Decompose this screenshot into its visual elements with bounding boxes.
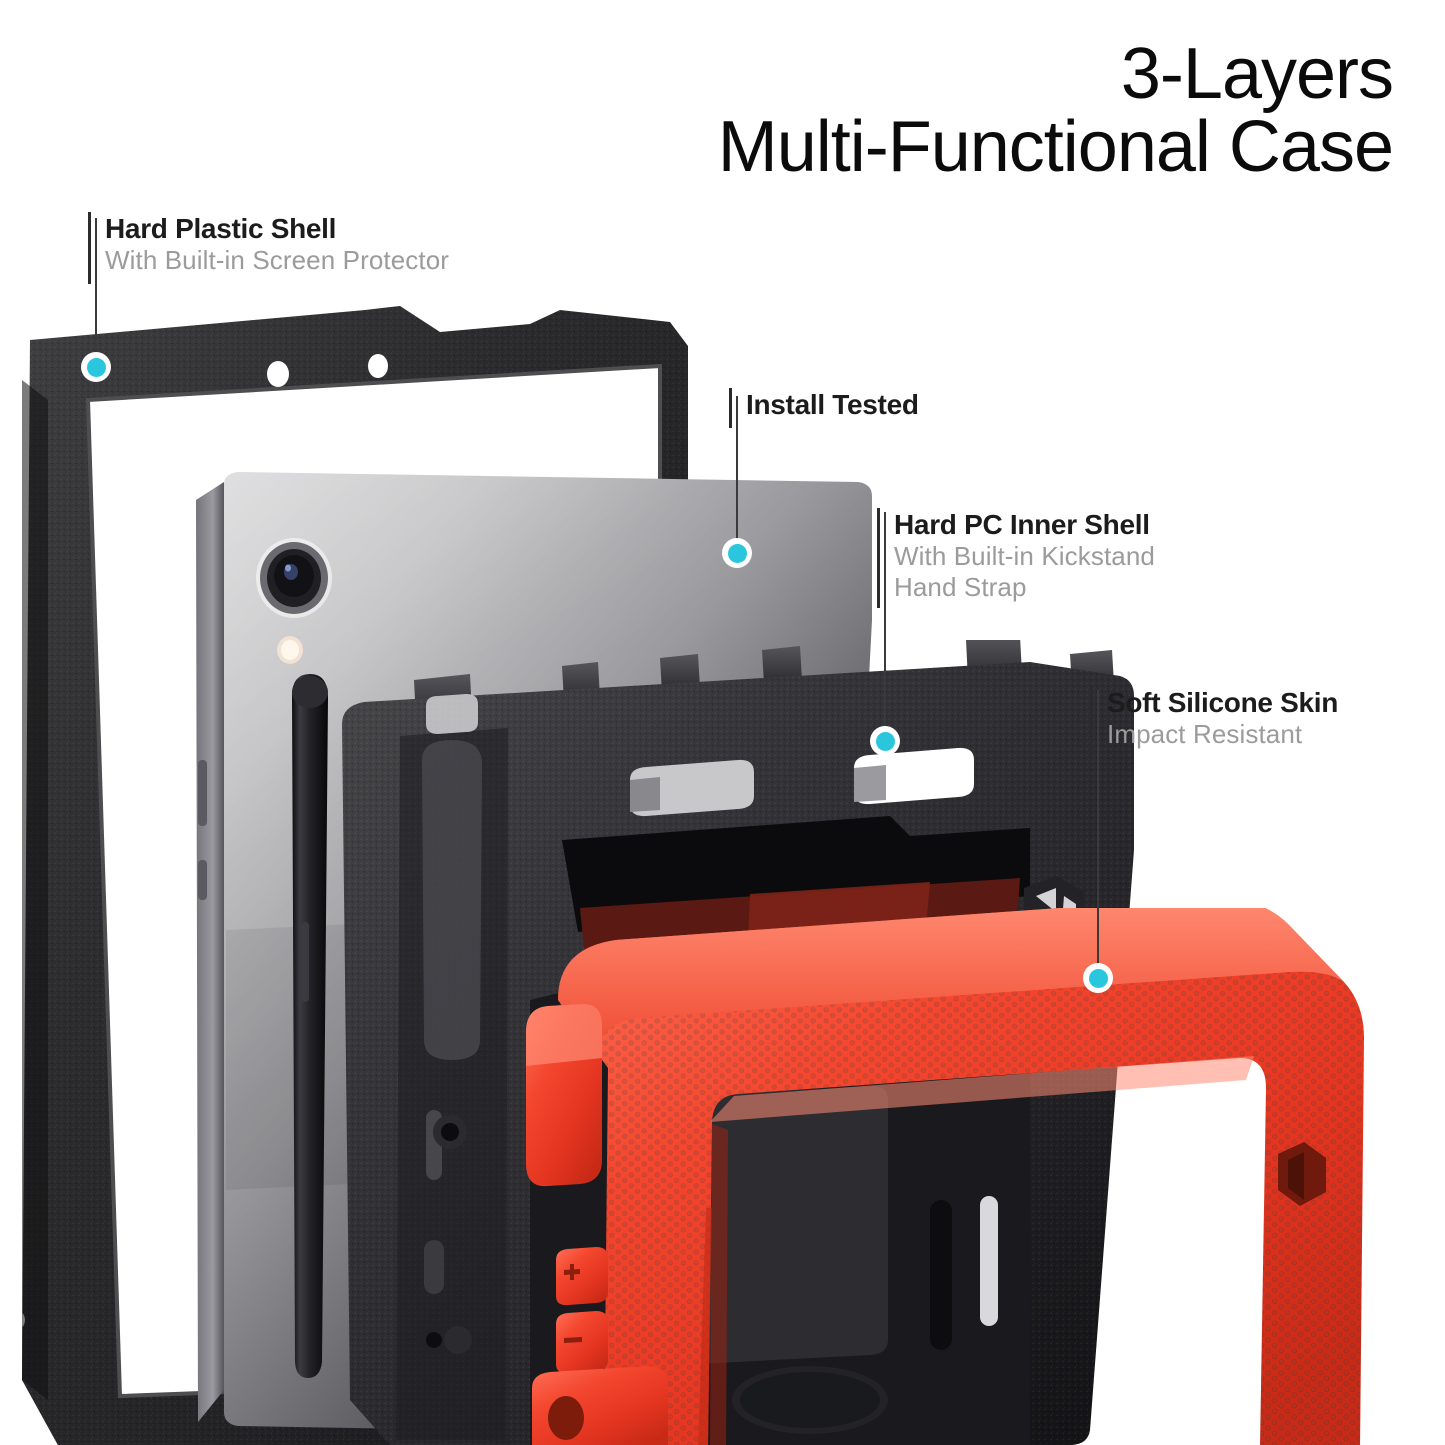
leader-line-install-tested	[736, 396, 738, 554]
callout-soft-silicone-skin: Soft Silicone Skin Impact Resistant	[1090, 686, 1339, 758]
leader-line-hard-plastic-shell	[95, 218, 97, 366]
callout-subtitle-hard-plastic-shell: With Built-in Screen Protector	[105, 245, 450, 276]
callout-title-hard-plastic-shell: Hard Plastic Shell	[105, 213, 337, 244]
callout-title-soft-silicone-skin: Soft Silicone Skin	[1107, 687, 1339, 718]
leader-line-soft-silicone-skin	[1097, 690, 1099, 980]
page-title: 3-Layers Multi-Functional Case	[717, 34, 1394, 188]
callout-hard-pc-inner-shell: Hard PC Inner Shell With Built-in Kickst…	[877, 508, 1155, 608]
callout-install-tested: Install Tested	[729, 388, 919, 428]
callout-subtitle2-hard-pc-inner-shell: Hand Strap	[894, 572, 1027, 603]
leader-line-hard-pc-inner-shell	[884, 512, 886, 740]
callout-dot-soft-silicone-skin[interactable]	[1083, 963, 1113, 993]
title-line-2: Multi-Functional Case	[717, 107, 1394, 188]
callout-title-hard-pc-inner-shell: Hard PC Inner Shell	[894, 509, 1150, 540]
callout-title-install-tested: Install Tested	[746, 389, 919, 420]
title-line-1: 3-Layers	[1120, 34, 1394, 114]
callout-subtitle-hard-pc-inner-shell: With Built-in Kickstand	[894, 541, 1155, 572]
callout-hard-plastic-shell: Hard Plastic Shell With Built-in Screen …	[88, 212, 450, 284]
callout-dot-hard-plastic-shell[interactable]	[81, 352, 111, 382]
callout-subtitle-soft-silicone-skin: Impact Resistant	[1107, 719, 1303, 750]
callout-dot-install-tested[interactable]	[722, 538, 752, 568]
soft-silicone-skin-svg	[526, 908, 1364, 1445]
callout-dot-hard-pc-inner-shell[interactable]	[870, 726, 900, 756]
s-pen-svg	[292, 674, 328, 1378]
